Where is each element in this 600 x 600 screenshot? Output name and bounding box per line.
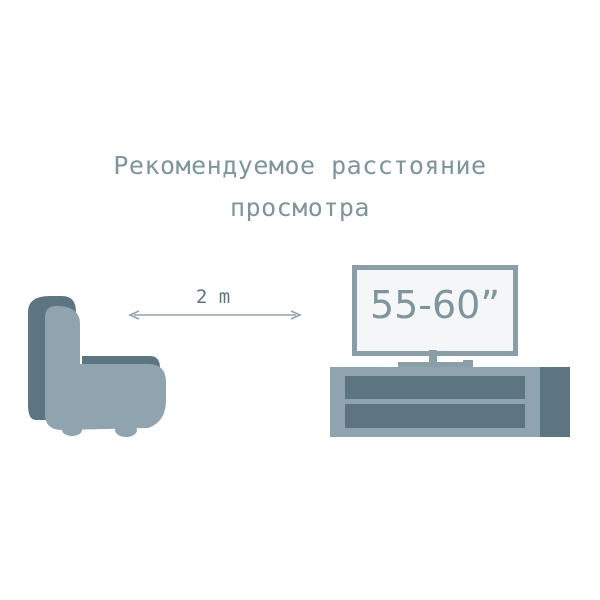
tv-stand-base	[398, 362, 468, 367]
cabinet-shelf-lower	[345, 404, 525, 428]
title-line-1: Рекомендуемое расстояние	[113, 151, 487, 180]
tv-stand-icon	[330, 367, 570, 437]
cabinet-top	[330, 367, 570, 373]
armchair-body	[45, 306, 166, 430]
title-line-2: просмотра	[230, 193, 370, 222]
armchair-leg-front	[62, 424, 82, 436]
tv-small-device	[463, 360, 473, 367]
tv-stand-neck	[429, 350, 437, 364]
television-icon	[352, 265, 518, 367]
armchair-leg-back	[115, 423, 137, 437]
armchair-icon	[28, 296, 166, 437]
screen-size-label: 55-60”	[370, 283, 500, 327]
cabinet-divider	[345, 399, 525, 404]
double-arrow-icon	[128, 310, 302, 320]
tv-screen	[357, 270, 513, 351]
cabinet-side	[540, 367, 570, 437]
cabinet-shelf-upper	[345, 376, 525, 399]
distance-label: 2 m	[196, 286, 230, 308]
